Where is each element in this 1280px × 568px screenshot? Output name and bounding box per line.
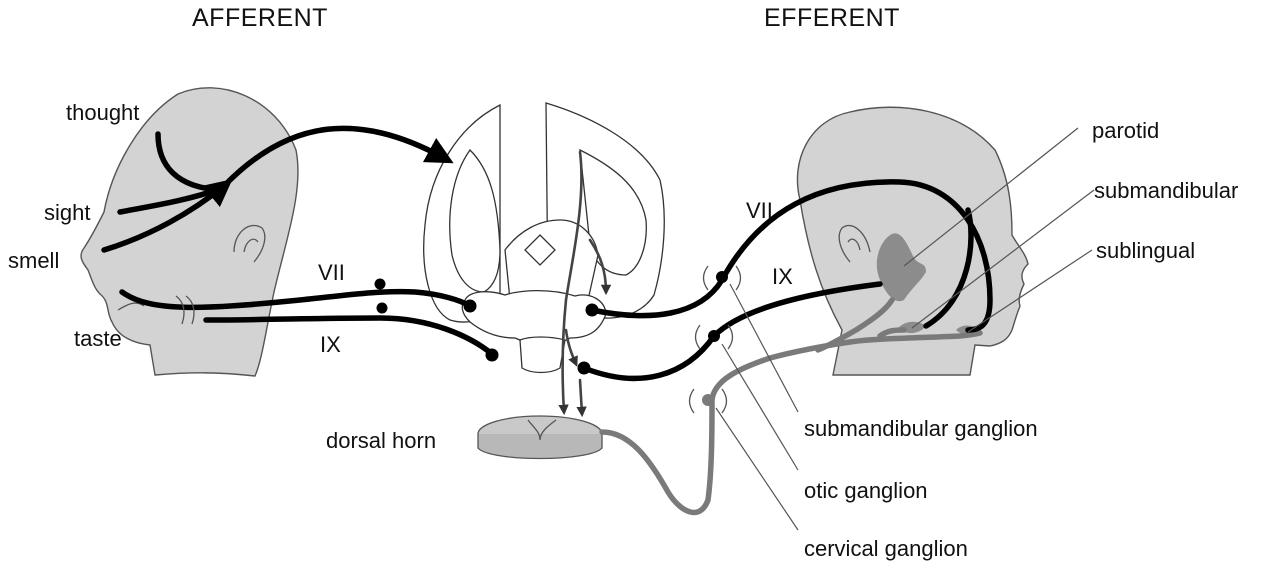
leader-submandibular [911,189,1095,329]
afferent-header: AFFERENT [192,4,328,32]
right-head [796,106,1029,376]
label-parotid: parotid [1092,118,1159,143]
right-ear [838,224,871,263]
leader-sublingual [967,249,1093,333]
leader-cervical-ganglion [715,407,799,531]
leader-submandibular-ganglion [729,283,799,413]
label-cervical-ganglion: cervical ganglion [804,536,968,561]
label-vii-right: VII [746,198,773,223]
descending-tract-2 [588,238,612,296]
left-ear [233,224,266,263]
smell-pathway [101,179,233,253]
leader-parotid [903,127,1079,267]
otic-ganglion-marker [694,324,734,350]
label-sight: sight [44,200,90,225]
label-taste: taste [74,326,122,351]
descending-tract-3 [564,328,578,367]
vii-afferent-nerve [119,288,473,311]
label-submandibular-ganglion: submandibular ganglion [804,416,1038,441]
leader-otic-ganglion [721,343,799,471]
label-ix-right: IX [772,264,793,289]
cervical-ganglion-marker [688,388,728,414]
descending-tract-4 [576,378,587,418]
label-dorsal-horn: dorsal horn [326,428,436,453]
efferent-header: EFFERENT [764,4,900,32]
vii-efferent-nerve [589,179,993,333]
vii-efferent-branch [923,207,974,329]
central-afferent-pathway [221,125,454,189]
ix-ganglion-dot [376,302,388,314]
vii-ganglion-dot [374,278,386,290]
label-vii-left: VII [318,260,345,285]
label-thought: thought [66,100,139,125]
label-ix-left: IX [320,332,341,357]
descending-tract-1 [558,150,583,416]
parotid-gland [876,233,926,302]
submandibular-ganglion-marker [702,265,742,291]
dorsal-horn-shape [477,415,603,460]
sympathetic-pathway [599,330,983,516]
label-otic-ganglion: otic ganglion [804,478,928,503]
label-submandibular: submandibular [1094,178,1238,203]
label-smell: smell [8,248,59,273]
label-sublingual: sublingual [1096,238,1195,263]
ix-afferent-nerve [203,315,495,357]
